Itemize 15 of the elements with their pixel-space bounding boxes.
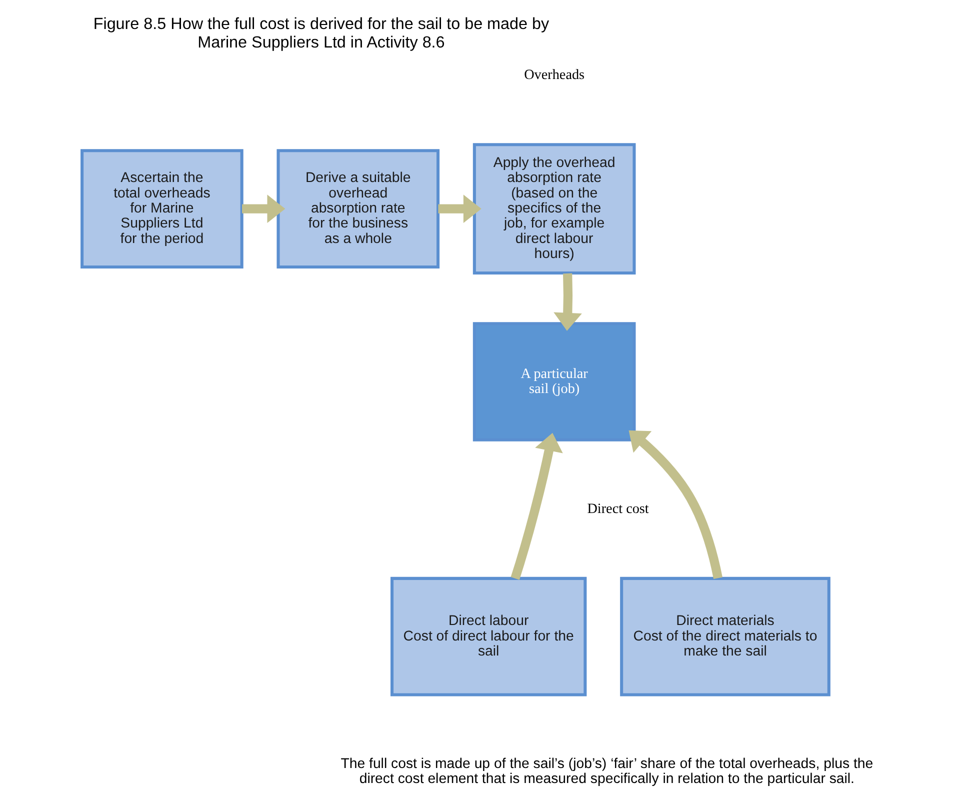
- arrow: [242, 194, 286, 223]
- node-box: Ascertain the total overheads for Marine Suppliers Ltd for the period: [80, 149, 244, 268]
- arrow: [510, 432, 563, 580]
- arrow: [628, 430, 722, 580]
- label: Overheads: [524, 67, 585, 84]
- arrow: [554, 273, 582, 331]
- node-box: Direct labour Cost of direct labour for the sail: [390, 576, 587, 696]
- caption: The full cost is made up of the sail’s (job’s) ‘fair’ share of the total overheads, plus the direct cost element that is measured specifically in relation to the particular sail.: [340, 754, 874, 786]
- label: Direct cost: [587, 500, 649, 517]
- node-box: Apply the overhead absorption rate (based on the specifics of the job, for example direct labour hours): [472, 143, 636, 275]
- diagram-title: Figure 8.5 How the full cost is derived for the sail to be made by Marine Suppliers Ltd in Activity 8.6: [93, 15, 550, 52]
- node-box: A particular sail (job): [472, 322, 636, 442]
- arrow: [438, 194, 482, 223]
- node-box: Derive a suitable overhead absorption rate for the business as a whole: [276, 149, 440, 268]
- node-box: Direct materials Cost of the direct materials to make the sail: [620, 576, 830, 696]
